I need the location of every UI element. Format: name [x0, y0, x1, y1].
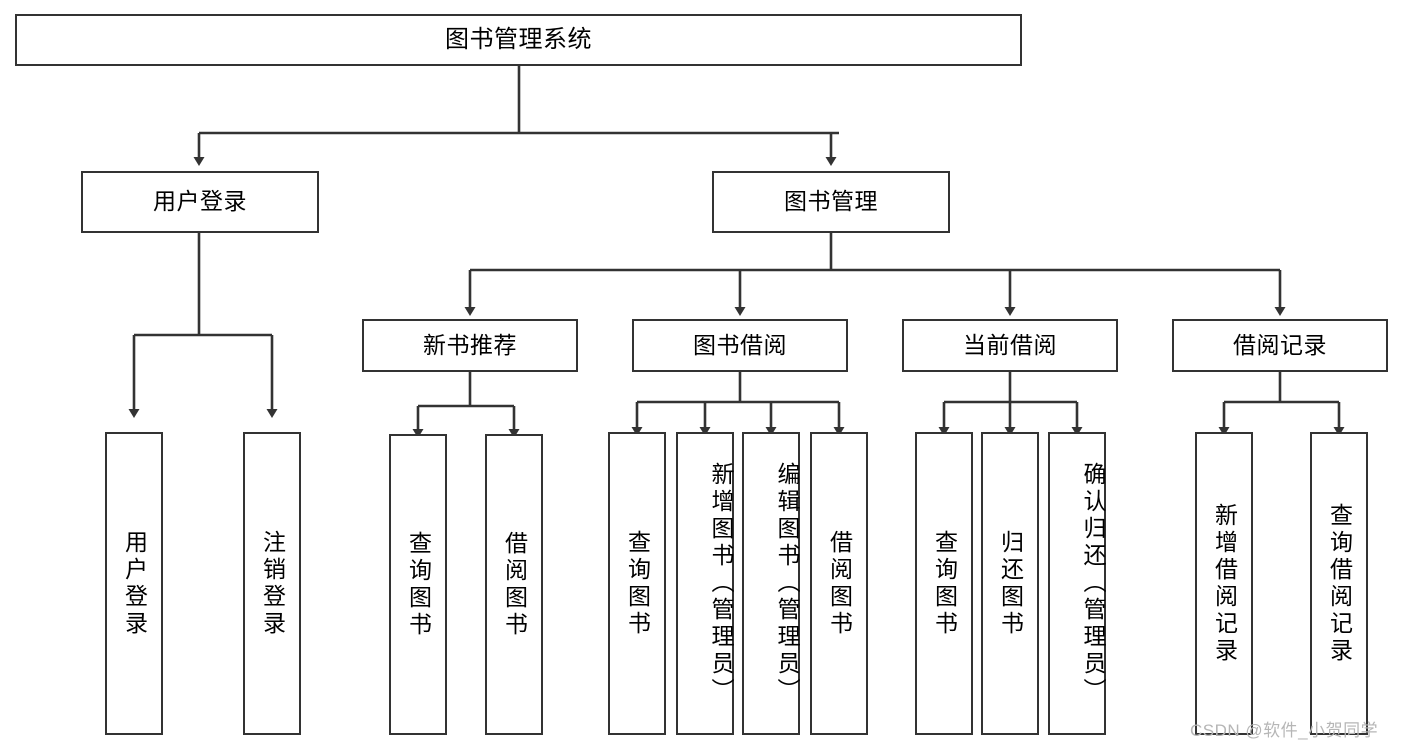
node-borrow-record[interactable]: 借阅记录: [1172, 319, 1388, 372]
node-book-borrow[interactable]: 图书借阅: [632, 319, 848, 372]
leaf-borrow-query-book[interactable]: 查询图书: [608, 432, 666, 735]
node-current-borrow[interactable]: 当前借阅: [902, 319, 1118, 372]
leaf-label: 借阅图书: [501, 530, 528, 639]
leaf-current-return-book[interactable]: 归还图书: [981, 432, 1039, 735]
leaf-record-add-record[interactable]: 新增借阅记录: [1195, 432, 1253, 735]
leaf-label: 查询图书: [931, 529, 958, 638]
leaf-label: 新增图书（管理员）: [708, 462, 734, 705]
leaf-recommend-query-book[interactable]: 查询图书: [389, 434, 447, 735]
watermark-text: CSDN @软件_小贺同学: [1190, 721, 1379, 740]
node-new-book-recommend[interactable]: 新书推荐: [362, 319, 578, 372]
leaf-label: 注销登录: [259, 529, 286, 638]
leaf-label: 查询图书: [405, 530, 432, 639]
leaf-borrow-borrow-book[interactable]: 借阅图书: [810, 432, 868, 735]
leaf-current-query-book[interactable]: 查询图书: [915, 432, 973, 735]
leaf-borrow-add-book-admin[interactable]: 新增图书（管理员）: [676, 432, 734, 735]
leaf-label: 借阅图书: [826, 529, 853, 638]
node-book-management[interactable]: 图书管理: [712, 171, 950, 233]
leaf-borrow-edit-book-admin[interactable]: 编辑图书（管理员）: [742, 432, 800, 735]
leaf-recommend-borrow-book[interactable]: 借阅图书: [485, 434, 543, 735]
leaf-label: 确认归还（管理员）: [1080, 462, 1106, 705]
leaf-current-confirm-return-admin[interactable]: 确认归还（管理员）: [1048, 432, 1106, 735]
leaf-label: 编辑图书（管理员）: [774, 462, 800, 705]
leaf-label: 用户登录: [121, 529, 148, 638]
leaf-user-login-signout[interactable]: 注销登录: [243, 432, 301, 735]
leaf-label: 归还图书: [997, 529, 1024, 638]
leaf-label: 新增借阅记录: [1211, 502, 1238, 665]
leaf-record-query-record[interactable]: 查询借阅记录: [1310, 432, 1368, 735]
leaf-label: 查询借阅记录: [1326, 502, 1353, 665]
leaf-user-login-signin[interactable]: 用户登录: [105, 432, 163, 735]
leaf-label: 查询图书: [624, 529, 651, 638]
node-user-login[interactable]: 用户登录: [81, 171, 319, 233]
node-root-system[interactable]: 图书管理系统: [15, 14, 1022, 66]
